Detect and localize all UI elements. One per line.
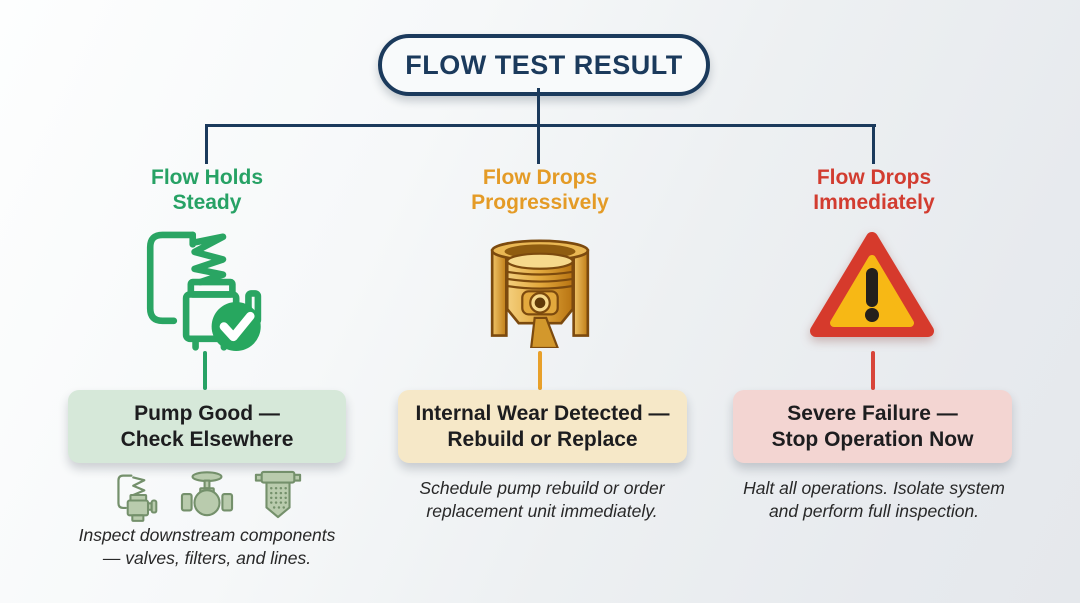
result-text-line: Check Elsewhere [120, 427, 294, 451]
filter-icon [254, 467, 302, 528]
result-text-line: Rebuild or Replace [447, 427, 638, 451]
connector-stem [537, 88, 540, 126]
drop-connector-red [871, 351, 875, 390]
caption-line: Inspect downstream components [78, 525, 336, 545]
result-text-line: Internal Wear Detected — [415, 401, 670, 425]
pump-check-icon [134, 216, 276, 357]
warning-triangle-icon [807, 228, 937, 348]
caption-internal-wear: Schedule pump rebuild or order replaceme… [393, 477, 691, 523]
branch-header-line: Steady [172, 191, 242, 214]
downstream-component-icons [68, 468, 346, 526]
caption-severe-failure: Halt all operations. Isolate system and … [725, 477, 1023, 523]
caption-line: replacement unit immediately. [426, 501, 658, 521]
connector-stub-left [205, 124, 208, 164]
drop-connector-green [203, 351, 207, 390]
connector-stub-right [872, 124, 875, 164]
result-text-line: Stop Operation Now [771, 427, 974, 451]
branch-header-line: Immediately [813, 191, 935, 214]
piston-icon [478, 224, 602, 353]
result-box-severe-failure: Severe Failure — Stop Operation Now [733, 390, 1012, 463]
caption-pump-good: Inspect downstream components — valves, … [55, 524, 359, 570]
branch-header-line: Flow Drops [816, 166, 932, 189]
connector-horizontal [205, 124, 876, 127]
caption-line: and perform full inspection. [768, 501, 980, 521]
branch-header-immediate: Flow Drops Immediately [734, 165, 1014, 215]
branch-header-line: Progressively [471, 191, 609, 214]
gate-valve-icon [180, 469, 234, 526]
result-text-line: Severe Failure — [787, 401, 958, 425]
result-box-internal-wear: Internal Wear Detected — Rebuild or Repl… [398, 390, 687, 463]
drop-connector-orange [538, 351, 542, 390]
branch-header-line: Flow Drops [482, 166, 598, 189]
connector-stub-center [537, 124, 540, 164]
branch-header-progressive: Flow Drops Progressively [400, 165, 680, 215]
caption-line: Halt all operations. Isolate system [743, 478, 1005, 498]
branch-header-line: Flow Holds [151, 166, 263, 189]
branch-header-steady: Flow Holds Steady [67, 165, 347, 215]
result-text-line: Pump Good — [134, 401, 280, 425]
caption-line: — valves, filters, and lines. [102, 548, 312, 568]
title-pill: FLOW TEST RESULT [378, 34, 710, 96]
relief-valve-icon [112, 467, 160, 528]
result-box-pump-good: Pump Good — Check Elsewhere [68, 390, 346, 463]
page-title: FLOW TEST RESULT [405, 49, 683, 80]
caption-line: Schedule pump rebuild or order [419, 478, 665, 498]
